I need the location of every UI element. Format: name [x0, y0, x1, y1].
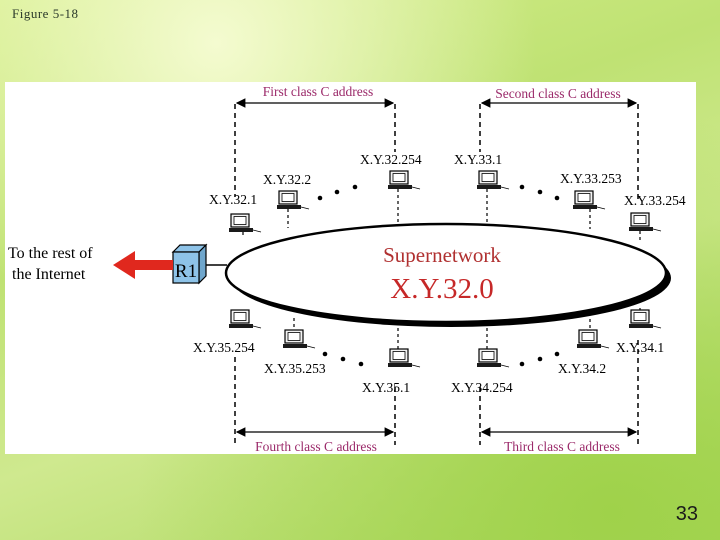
computer-icon [387, 170, 421, 190]
second-range-label: Second class C address [495, 86, 621, 101]
page-number: 33 [675, 503, 698, 525]
host-label: X.Y.34.1 [616, 340, 664, 355]
internet-arrow [113, 251, 173, 279]
computer-icon [628, 309, 662, 329]
ellipsis-dots [317, 184, 560, 367]
host-label: X.Y.33.253 [560, 171, 622, 186]
host-label: X.Y.34.2 [558, 361, 606, 376]
internet-label-line2: the Internet [12, 266, 86, 283]
supernetwork-address: X.Y.32.0 [390, 273, 493, 305]
supernetwork-diagram: First class C address Second class C add… [8, 84, 686, 454]
host-label: X.Y.32.254 [360, 152, 422, 167]
first-range-label: First class C address [263, 84, 374, 99]
host-label: X.Y.33.254 [624, 193, 686, 208]
host-label: X.Y.35.253 [264, 361, 326, 376]
range-boundaries [234, 104, 639, 445]
host-label: X.Y.32.1 [209, 192, 257, 207]
supernetwork-ring [224, 222, 668, 324]
host-label: X.Y.35.254 [193, 340, 255, 355]
diagram-panel: First class C address Second class C add… [5, 82, 696, 454]
computer-icon [387, 348, 421, 368]
host-label: X.Y.35.1 [362, 380, 410, 395]
supernetwork-title: Supernetwork [383, 243, 501, 267]
host-label: X.Y.32.2 [263, 172, 311, 187]
host-label: X.Y.33.1 [454, 152, 502, 167]
computer-icon [228, 309, 262, 329]
host-label: X.Y.34.254 [451, 380, 513, 395]
router-label: R1 [175, 261, 197, 282]
computer-icon [276, 190, 310, 210]
computer-icon [576, 329, 610, 349]
computer-icon [476, 170, 510, 190]
figure-label: Figure 5-18 [12, 6, 79, 21]
computer-icon [628, 212, 662, 232]
computer-icon [476, 348, 510, 368]
router-r1: R1 [171, 243, 208, 285]
computer-icon [572, 190, 606, 210]
computer-icon [228, 213, 262, 233]
internet-label-line1: To the rest of [8, 245, 93, 262]
fourth-range-label: Fourth class C address [255, 439, 377, 454]
third-range-label: Third class C address [504, 439, 620, 454]
host-labels: X.Y.32.1 X.Y.32.2 X.Y.32.254 X.Y.33.1 X.… [193, 152, 686, 395]
computer-icon [282, 329, 316, 349]
